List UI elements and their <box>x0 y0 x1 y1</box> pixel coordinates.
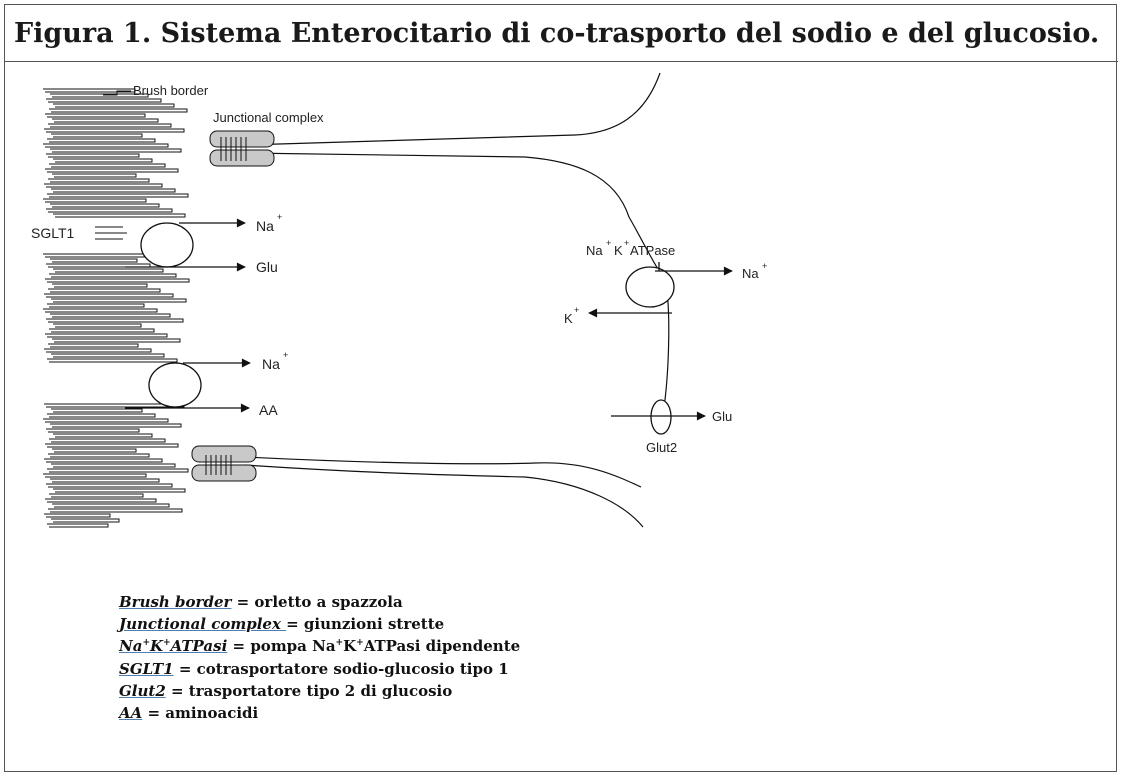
figure-title: Figura 1. Sistema Enterocitario di co-tr… <box>5 5 1118 62</box>
glut2-transporter <box>650 399 672 435</box>
sup-plus-na-aa: + <box>283 350 288 360</box>
label-sglt1: SGLT1 <box>31 225 75 241</box>
legend-term: Junctional complex <box>119 615 287 634</box>
label-glut2: Glut2 <box>646 440 677 455</box>
label-pump-na: Na <box>586 243 603 258</box>
legend-term: SGLT1 <box>119 659 174 678</box>
legend-row-junctional-complex: Junctional complex = giunzioni strette <box>119 613 520 635</box>
label-pump-atpase: ATPase <box>630 243 675 258</box>
cell-membrane <box>244 72 670 528</box>
aa-cotransporter <box>148 362 202 408</box>
sup-plus-na-sglt1: + <box>277 212 282 222</box>
legend: Brush border = orletto a spazzola Juncti… <box>119 591 520 724</box>
label-na-sglt1: Na <box>256 218 274 234</box>
junctional-complex-top <box>209 130 275 167</box>
label-pump-k: K <box>614 243 623 258</box>
junctional-complex-bottom <box>191 445 257 482</box>
brush-border-microvilli <box>43 88 190 528</box>
legend-definition: = cotrasportatore sodio-glucosio tipo 1 <box>178 659 509 678</box>
sup-plus-pump-na: + <box>606 238 611 248</box>
legend-term-na: Na+ <box>119 637 150 656</box>
legend-definition: = giunzioni strette <box>286 615 445 634</box>
figure-frame: Figura 1. Sistema Enterocitario di co-tr… <box>4 4 1118 772</box>
label-aa: AA <box>259 402 278 418</box>
sup-plus-k-in: + <box>574 305 579 315</box>
legend-term: AA <box>119 703 143 722</box>
legend-term: Glut2 <box>119 681 166 700</box>
sup-plus-na-out: + <box>762 261 767 271</box>
sup-plus-pump-k: + <box>624 238 629 248</box>
sglt1-transporter <box>140 222 194 268</box>
legend-row-brush-border: Brush border = orletto a spazzola <box>119 591 520 613</box>
legend-definition: = trasportatore tipo 2 di glucosio <box>171 681 453 700</box>
legend-definition: = orletto a spazzola <box>236 593 403 611</box>
enterocyte-diagram: Brush border Junctional complex SGLT1 Na… <box>31 72 767 528</box>
label-brush-border: Brush border <box>133 83 209 98</box>
legend-term: Brush border <box>119 593 232 611</box>
legend-term-k: K+ <box>149 637 171 656</box>
na-k-atpase-pump <box>625 266 675 308</box>
legend-definition: = aminoacidi <box>147 703 259 722</box>
label-na-out: Na <box>742 266 759 281</box>
label-junctional-complex: Junctional complex <box>213 110 324 125</box>
label-k-in: K <box>564 311 573 326</box>
label-na-aa: Na <box>262 356 280 372</box>
legend-row-sglt1: SGLT1 = cotrasportatore sodio-glucosio t… <box>119 658 520 680</box>
legend-row-glut2: Glut2 = trasportatore tipo 2 di glucosio <box>119 680 520 702</box>
legend-row-atpase: Na+K+ATPasi = pompa Na+K+ATPasi dipenden… <box>119 635 520 657</box>
label-glu-sglt1: Glu <box>256 259 278 275</box>
legend-term-atpasi: ATPasi <box>170 637 228 656</box>
legend-definition: = pompa Na+K+ATPasi dipendente <box>232 637 521 656</box>
legend-row-aa: AA = aminoacidi <box>119 702 520 724</box>
label-glu-out: Glu <box>712 409 732 424</box>
